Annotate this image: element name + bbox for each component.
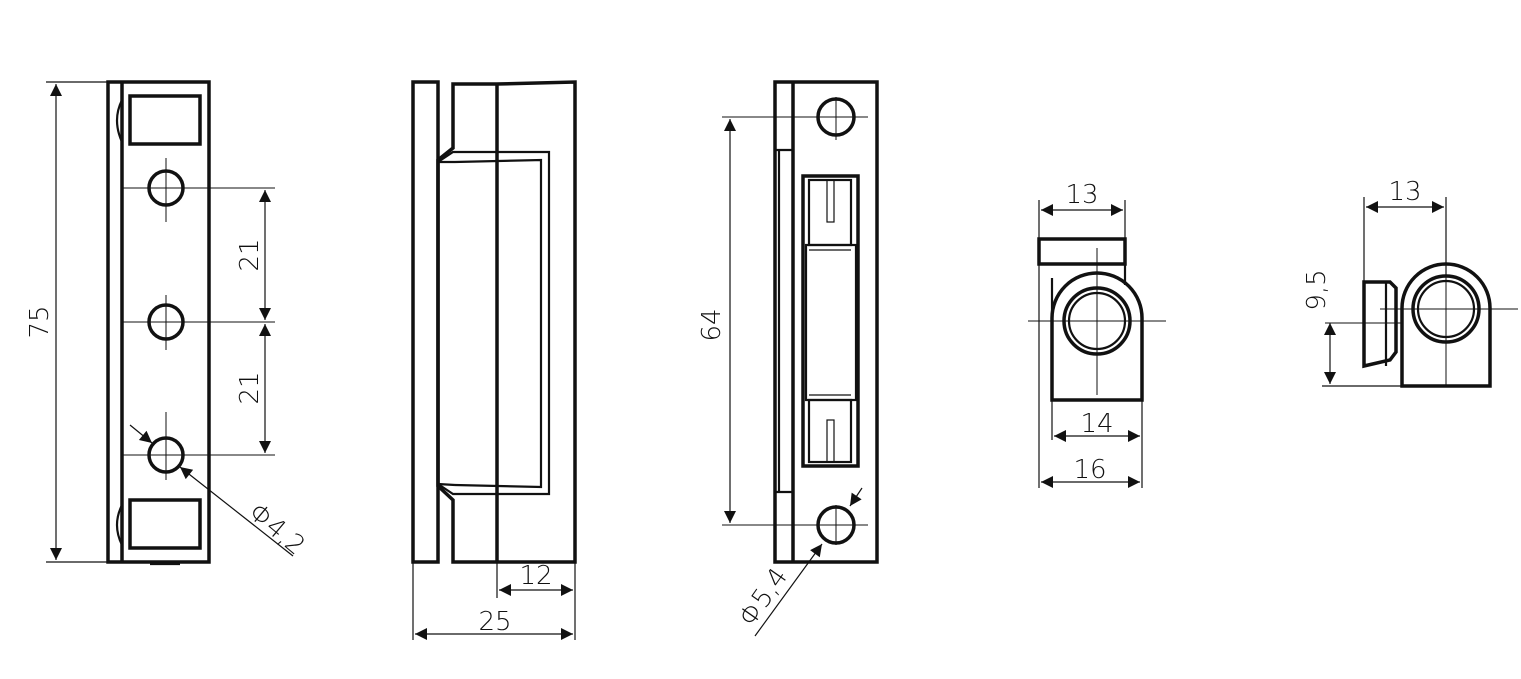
dim-25-label: 25 — [478, 607, 511, 637]
dim-dia-5-4-label: Φ5,4 — [733, 563, 794, 632]
dim-13-top-view-label: 13 — [1065, 180, 1098, 210]
dim-13-top-view-alt-label: 13 — [1388, 177, 1421, 207]
dim-16-label: 16 — [1073, 455, 1106, 485]
dim-64-label: 64 — [697, 308, 727, 341]
dim-75-label: 75 — [25, 305, 55, 338]
view-front-holes — [46, 80, 294, 566]
view-side — [411, 80, 577, 640]
dim-12-label: 12 — [519, 561, 552, 591]
view-top — [1028, 200, 1166, 488]
dim-21-lower-label: 21 — [235, 371, 265, 404]
dim-dia-4-2-label: Φ4,2 — [243, 497, 311, 561]
dim-14-label: 14 — [1080, 409, 1113, 439]
dim-9-5-label: 9,5 — [1302, 269, 1332, 310]
view-front-two-holes — [722, 80, 879, 637]
view-top-alt — [1322, 197, 1518, 388]
dim-21-upper-label: 21 — [235, 238, 265, 271]
